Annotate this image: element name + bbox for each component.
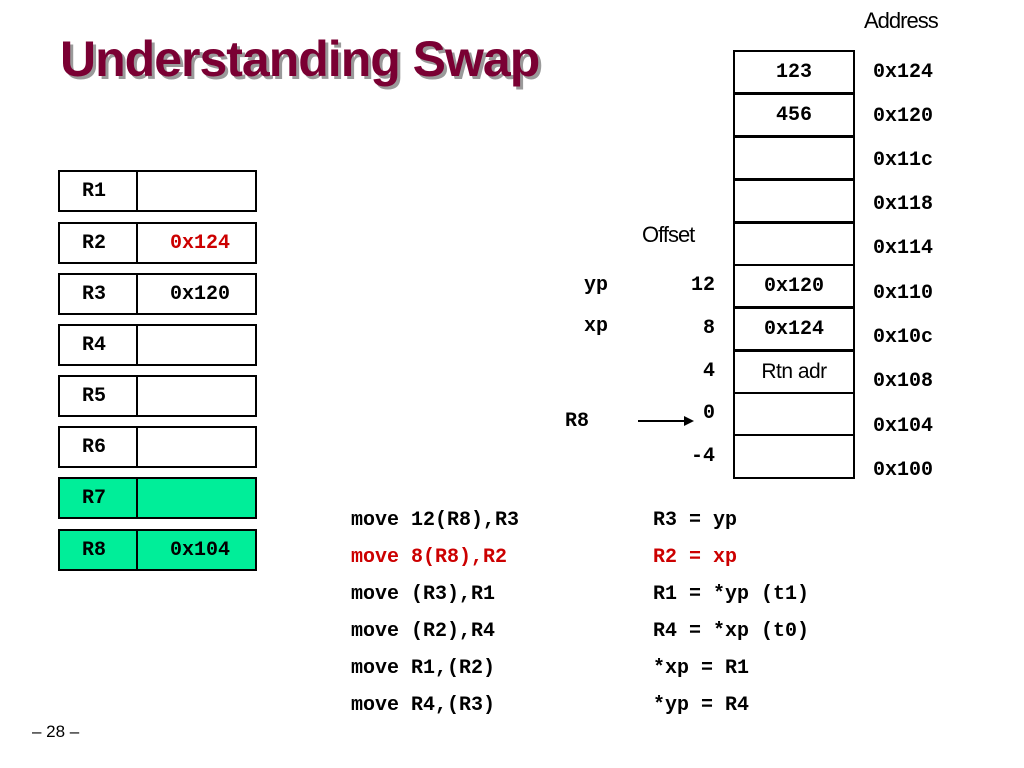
code-comment: *xp = R1	[653, 657, 750, 680]
code-line: move 8(R8),R2	[351, 546, 508, 569]
register-r3: R3 0x120	[58, 273, 257, 315]
code-line: move R1,(R2)	[351, 657, 496, 680]
register-name: R5	[60, 377, 138, 415]
register-r4: R4	[58, 324, 257, 366]
register-name: R1	[60, 172, 138, 210]
register-r2: R2 0x124	[58, 222, 257, 264]
address-label: 0x114	[873, 237, 934, 260]
yp-label: yp	[584, 274, 609, 297]
register-name: R2	[60, 224, 138, 262]
offset-header: Offset	[642, 222, 695, 247]
offset-label: -4	[690, 445, 715, 468]
register-r7: R7	[58, 477, 257, 519]
code-comment: *yp = R4	[653, 694, 750, 717]
memory-cell	[733, 434, 855, 479]
register-value: 0x120	[170, 282, 231, 306]
code-line: move R4,(R3)	[351, 694, 496, 717]
code-line: move (R3),R1	[351, 583, 496, 606]
register-name: R8	[60, 531, 138, 569]
code-line: move (R2),R4	[351, 620, 496, 643]
offset-label: 0	[702, 402, 715, 425]
register-r1: R1	[58, 170, 257, 212]
offset-label: 8	[702, 317, 715, 340]
register-r8: R8 0x104	[58, 529, 257, 571]
address-header: Address	[864, 8, 939, 33]
register-name: R7	[60, 479, 138, 517]
register-value: 0x124	[170, 231, 231, 255]
address-label: 0x11c	[873, 149, 934, 172]
address-label: 0x100	[873, 459, 934, 482]
r8-label: R8	[565, 410, 590, 433]
code-comment: R2 = xp	[653, 546, 738, 569]
memory-cell: 123	[733, 50, 855, 94]
register-r6: R6	[58, 426, 257, 468]
address-label: 0x124	[873, 61, 934, 84]
address-label: 0x10c	[873, 326, 934, 349]
register-value: 0x104	[170, 538, 231, 562]
r8-arrow-icon	[638, 416, 694, 426]
register-value	[138, 172, 255, 210]
memory-cell: 456	[733, 93, 855, 137]
memory-cell	[733, 179, 855, 223]
address-label: 0x110	[873, 282, 934, 305]
memory-cell	[733, 222, 855, 266]
register-name: R3	[60, 275, 138, 313]
offset-label: 12	[690, 274, 715, 297]
xp-label: xp	[584, 315, 609, 338]
page-number: – 28 –	[32, 722, 80, 741]
register-name: R6	[60, 428, 138, 466]
address-label: 0x108	[873, 370, 934, 393]
memory-cell	[733, 392, 855, 436]
memory-cell: Rtn adr	[733, 350, 855, 394]
register-value	[138, 479, 255, 517]
register-value	[138, 377, 255, 415]
register-value	[138, 326, 255, 364]
register-name: R4	[60, 326, 138, 364]
code-comment: R3 = yp	[653, 509, 738, 532]
code-line: move 12(R8),R3	[351, 509, 520, 532]
code-comment: R1 = *yp (t1)	[653, 583, 810, 606]
code-comment: R4 = *xp (t0)	[653, 620, 810, 643]
memory-cell	[733, 136, 855, 180]
register-value	[138, 428, 255, 466]
memory-cell: 0x120	[733, 264, 855, 308]
slide-title: Understanding Swap	[60, 31, 540, 87]
register-r5: R5	[58, 375, 257, 417]
memory-cell: 0x124	[733, 307, 855, 351]
offset-label: 4	[702, 360, 715, 383]
address-label: 0x104	[873, 415, 934, 438]
address-label: 0x120	[873, 105, 934, 128]
address-label: 0x118	[873, 193, 934, 216]
